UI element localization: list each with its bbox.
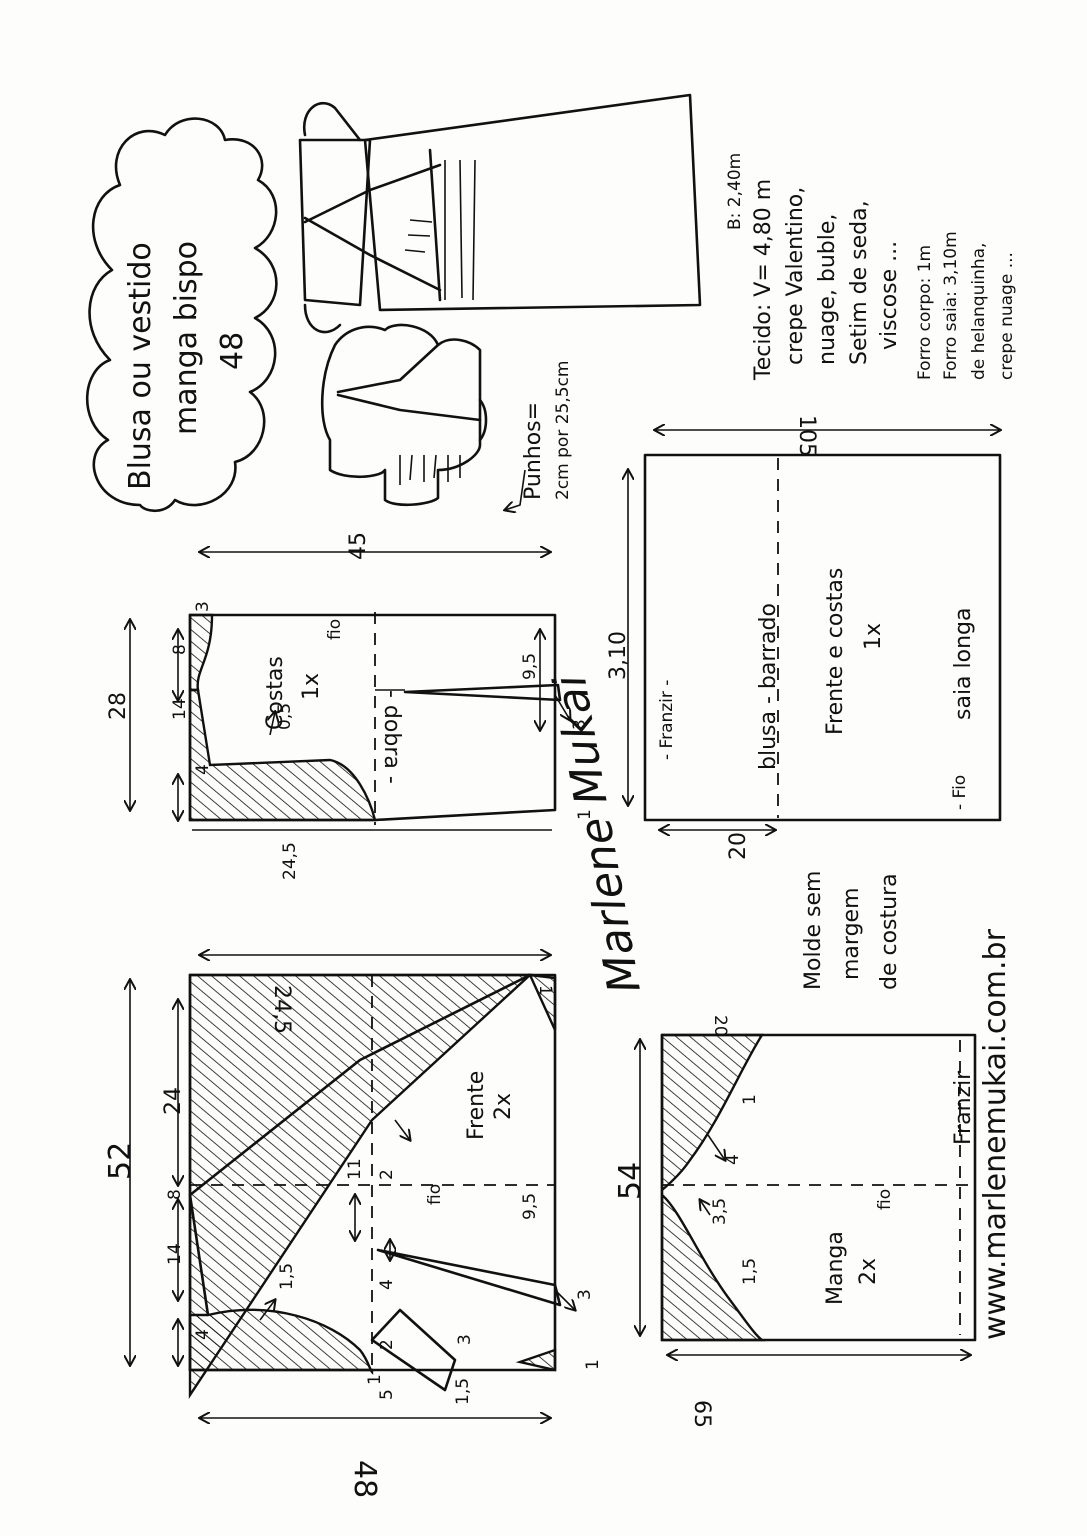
website-url: www.marlenemukai.com.br [978,928,1013,1340]
note-l3: de costura [877,873,902,990]
seam-note: Molde sem margem de costura [801,871,902,990]
manga-54: 54 [613,1162,648,1200]
saia-longa: saia longa [951,608,976,721]
costas-3b: 3 [570,719,590,730]
fabric-notes: B: 2,40m Tecido: V= 4,80 m crepe Valenti… [725,153,1017,381]
cloud-outline [85,117,278,513]
frente-52: 52 [103,1142,138,1180]
costas-1: 1 [575,809,595,820]
punhos-value: 2cm por 25,5cm [553,361,573,500]
frente-1: 1 [535,985,555,996]
costas-dims [130,552,552,831]
manga-15: 1,5 [740,1258,760,1285]
costas-95: 9,5 [520,653,540,680]
manga-20: 20 [710,1015,730,1037]
costas-45: 45 [346,532,371,560]
title-cloud: Blusa ou vestido manga bispo 48 [85,117,278,513]
manga-35: 3,5 [710,1198,730,1225]
frente-95: 9,5 [520,1193,540,1220]
costas-piece: 28 45 8 14 4 3 Costas 1x fio - dobra - 0… [106,532,595,880]
costas-name: Costas [263,656,288,730]
saia-piece: 3,10 105 20 - Franzir - blusa - barrado … [606,415,1000,860]
signature-text: Marlene Mukai [545,670,651,997]
fabric-b: B: 2,40m [725,153,745,230]
fabric-forro1: Forro corpo: 1m [915,245,935,380]
frente-2: 2 [377,1169,397,1180]
frente-4: 4 [193,1329,213,1340]
saia-franzir: - Franzir - [657,680,677,760]
saia-105: 105 [794,415,819,457]
title-line1: Blusa ou vestido [123,242,158,490]
saia-310: 3,10 [606,631,631,680]
costas-05: 0,5 [275,703,295,730]
costas-245: 24,5 [280,842,300,880]
manga-franzir: Franzir [951,1070,976,1145]
costas-3: 3 [193,601,213,612]
manga-piece: 54 20 1 4 3,5 1,5 Manga 2x fio Franzir 6… [613,1015,977,1428]
fabric-list1: crepe Valentino, [783,187,808,365]
fabric-list4: viscose ... [877,241,902,350]
costas-dobra: - dobra - [379,690,404,784]
frente-fio: fio [425,1184,445,1205]
manga-count: 2x [856,1258,881,1285]
saia-fio: - Fio [950,775,970,810]
frente-11: 11 [345,1158,365,1180]
costas-4: 4 [193,764,213,775]
punhos-label: Punhos= [521,402,546,500]
frente-1c: 1 [583,1359,603,1370]
fabric-forro2: Forro saia: 3,10m [941,231,961,380]
costas-8: 8 [170,644,190,655]
frente-245: 24,5 [269,985,294,1034]
blouse-sketch [320,323,488,507]
saia-20: 20 [726,832,751,860]
costas-fio: fio [325,619,345,640]
costas-14: 14 [170,698,190,720]
frente-48: 48 [347,1460,382,1498]
frente-3b: 3 [455,1334,475,1345]
manga-4: 4 [723,1154,743,1165]
manga-fio: fio [875,1189,895,1210]
frente-4b: 4 [377,1279,397,1290]
signature: Marlene Mukai [545,670,651,997]
frente-name: Frente [464,1071,489,1140]
manga-name: Manga [823,1231,848,1305]
manga-65: 65 [689,1400,714,1428]
frente-piece: 52 24 8 14 4 24,5 1 Frente 2x fio 1,5 11… [103,955,603,1498]
manga-1: 1 [740,1094,760,1105]
note-l1: Molde sem [801,871,826,990]
fabric-forro4: crepe nuage ... [997,252,1017,380]
costas-count: 1x [299,673,324,700]
saia-blusa: blusa - barrado [756,603,781,770]
saia-name: Frente e costas [823,568,848,735]
punhos-note: Punhos= 2cm por 25,5cm [505,361,573,510]
frente-15b: 1,5 [453,1378,473,1405]
title-line2: manga bispo [169,241,204,435]
frente-count: 2x [491,1093,516,1120]
frente-15: 1,5 [277,1263,297,1290]
frente-8: 8 [165,1189,185,1200]
fabric-forro3: de helanquinha, [969,243,989,380]
frente-3: 3 [575,1289,595,1300]
frente-dims [130,955,550,1418]
frente-5: 5 [377,1389,397,1400]
saia-count: 1x [861,623,886,650]
fabric-v: Tecido: V= 4,80 m [751,179,776,381]
frente-2b: 2 [377,1339,397,1350]
title-size: 48 [215,332,250,370]
fabric-list3: Setim de seda, [847,200,872,365]
note-l2: margem [839,887,864,980]
frente-24: 24 [161,1087,186,1115]
frente-1b: 1 [365,1374,385,1385]
dress-sketch [298,93,702,334]
fabric-list2: nuage, buble, [815,214,840,365]
frente-14: 14 [165,1243,185,1265]
costas-28: 28 [106,692,131,720]
